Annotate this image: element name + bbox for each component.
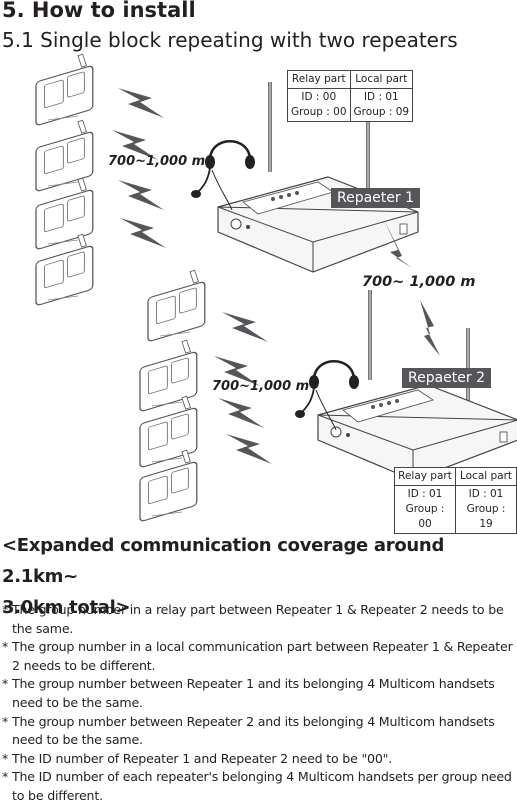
handset-icon: [147, 269, 206, 343]
note-text: The group number between Repeater 2 and …: [12, 713, 495, 748]
signal-bolt-icon: [222, 312, 268, 342]
signal-bolt-icon: [120, 218, 166, 248]
note-text: The ID number of each repeater's belongi…: [12, 769, 512, 803]
coverage-heading: <Expanded communication coverage around …: [2, 530, 517, 623]
local-id: ID : 01: [468, 488, 504, 500]
link-bolt-icon: [383, 218, 412, 268]
notes-list: *The group number in a relay part betwee…: [2, 601, 514, 806]
note-item: *The ID number of each repeater's belong…: [2, 768, 514, 805]
signal-bolt-icon: [118, 88, 164, 118]
handset-distance-2: 700~1,000 m: [212, 379, 310, 394]
page-title: 5. How to install: [2, 0, 196, 22]
local-id: ID : 01: [363, 91, 399, 103]
note-item: *The group number between Repeater 1 and…: [2, 675, 514, 712]
note-item: *The ID number of Repeater 1 and Repeate…: [2, 750, 514, 769]
signal-bolt-icon: [218, 398, 264, 428]
relay-id: ID : 00: [301, 91, 337, 103]
note-marker: *: [2, 676, 9, 692]
note-text: The group number between Repeater 1 and …: [12, 676, 495, 710]
handset-icon: [35, 53, 94, 127]
note-marker: *: [2, 750, 9, 766]
signal-bolt-icon: [226, 434, 272, 464]
note-marker: *: [2, 602, 9, 617]
note-marker: *: [2, 769, 9, 785]
handset-icon: [35, 119, 94, 193]
note-marker: *: [2, 713, 9, 729]
repeater-link-distance: 700~ 1,000 m: [362, 274, 476, 290]
note-text: The group number in a relay part between…: [12, 602, 504, 636]
link-bolt-icon: [420, 300, 440, 356]
signal-bolt-icon: [118, 180, 164, 210]
table-header: Relay part: [287, 70, 351, 89]
table-header: Local part: [349, 70, 414, 89]
coverage-line-1: <Expanded communication coverage around …: [2, 535, 445, 587]
repeater-2-label: Repaeter 2: [402, 368, 492, 388]
installation-diagram: [35, 53, 517, 523]
repeater-1-label: Repaeter 1: [331, 188, 421, 208]
relay-group: Group : 00: [405, 503, 445, 530]
local-group: Group : 09: [353, 106, 410, 118]
note-text: The group number in a local communicatio…: [12, 639, 513, 673]
handset-distance-1: 700~1,000 m: [108, 154, 206, 169]
note-text: The ID number of Repeater 1 and Repeater…: [12, 750, 393, 766]
note-item: *The group number in a relay part betwee…: [2, 601, 514, 638]
local-group: Group : 19: [466, 503, 506, 530]
note-item: *The group number between Repeater 2 and…: [2, 713, 514, 750]
section-title: 5.1 Single block repeating with two repe…: [2, 28, 458, 52]
relay-id: ID : 01: [407, 488, 443, 500]
coverage-line-2: 3.0km total>: [2, 597, 131, 618]
note-marker: *: [2, 639, 9, 655]
table-header: Local part: [455, 467, 517, 486]
relay-group: Group : 00: [291, 106, 347, 118]
note-item: *The group number in a local communicati…: [2, 638, 514, 675]
table-header: Relay part: [394, 467, 456, 486]
